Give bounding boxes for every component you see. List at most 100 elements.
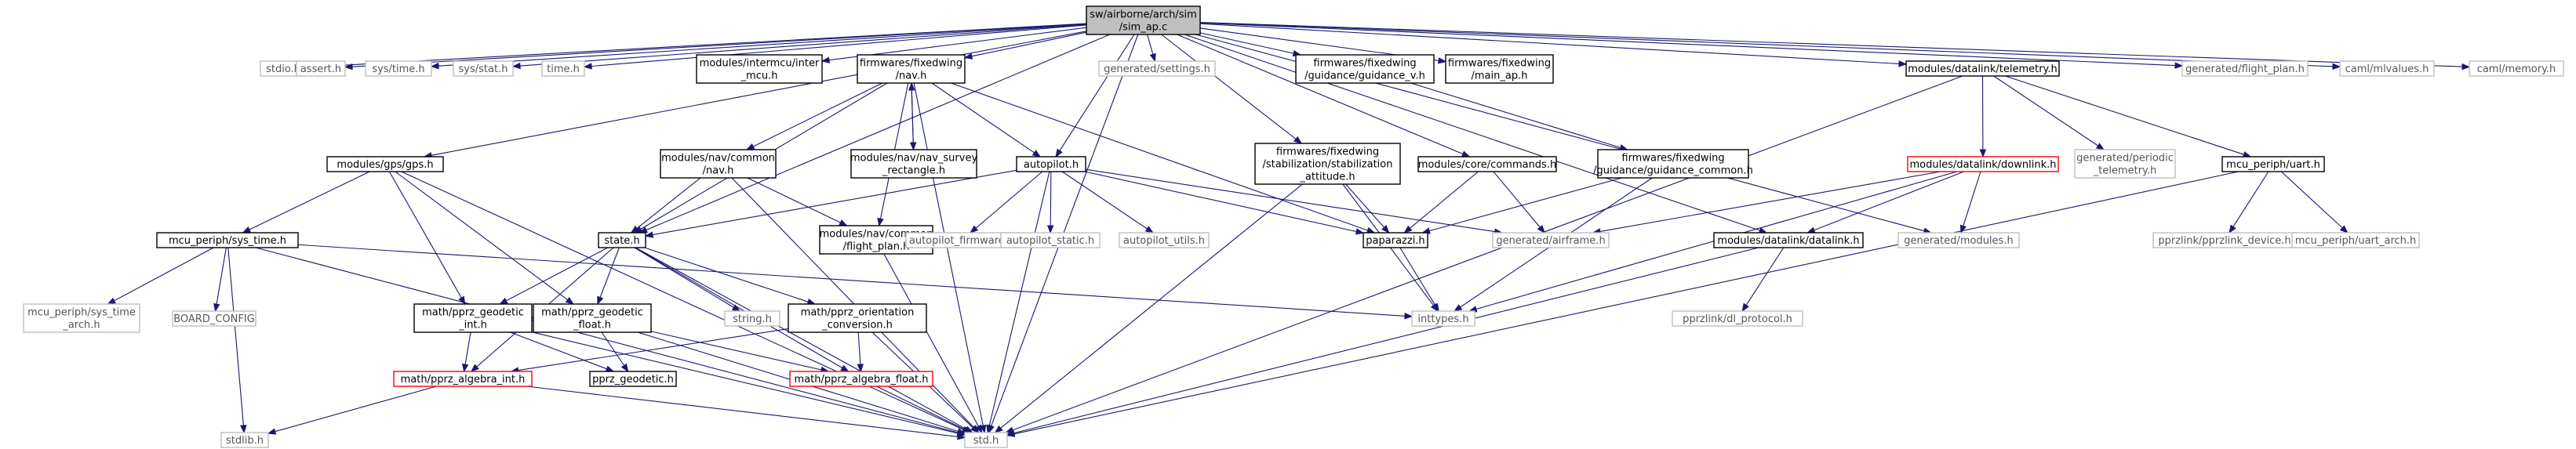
node-label: mcu_periph/uart_arch.h	[2295, 235, 2417, 247]
node-guidancev[interactable]: firmwares/fixedwing/guidance/guidance_v.…	[1295, 54, 1435, 84]
node-systimeh[interactable]: mcu_periph/sys_time.h	[156, 232, 299, 248]
node-geodetic[interactable]: pprz_geodetic.h	[589, 371, 677, 387]
node-guidcommon[interactable]: firmwares/fixedwing/guidance/guidance_co…	[1593, 149, 1753, 179]
edge-line	[526, 386, 959, 437]
node-box	[1119, 232, 1210, 248]
edge-uart-to-uartarch	[2280, 171, 2349, 234]
edge-line	[464, 331, 471, 365]
node-box	[964, 432, 1008, 448]
arrowhead	[956, 428, 966, 435]
edge-line	[216, 247, 227, 305]
edge-autopilot-to-apstatic	[1046, 171, 1054, 234]
node-label: math/pprz_geodetic	[541, 307, 643, 319]
node-label: stdio.h	[266, 63, 300, 75]
edge-line	[857, 331, 861, 365]
arrowhead	[2174, 62, 2184, 69]
edge-line	[1013, 171, 2239, 435]
node-label: _mcu.h	[740, 71, 778, 82]
edge-autopilot-to-state	[644, 169, 1017, 238]
node-datalinkh[interactable]: modules/datalink/datalink.h	[1713, 232, 1864, 248]
edge-line	[931, 82, 1035, 154]
node-label: caml/memory.h	[2477, 63, 2556, 75]
node-box	[453, 60, 514, 77]
edge-root-to-datalinkh	[1184, 34, 1768, 234]
arrowhead	[994, 425, 1003, 433]
node-label: state.h	[604, 235, 639, 247]
node-box	[789, 371, 933, 387]
arrowhead	[857, 364, 864, 373]
node-box	[1000, 232, 1101, 248]
edge-line	[652, 169, 1017, 236]
node-box	[1907, 156, 2059, 172]
node-flightplan: generated/flight_plan.h	[2181, 60, 2309, 77]
node-mainap[interactable]: firmwares/fixedwing/main_ap.h	[1445, 54, 1554, 84]
node-navcommon[interactable]: modules/nav/common/nav.h	[660, 149, 777, 179]
edge-line	[913, 82, 984, 426]
arrowhead	[1381, 225, 1390, 234]
arrowhead	[1355, 228, 1365, 235]
node-assert: assert.h	[296, 60, 346, 77]
edge-algint-to-stdh	[526, 386, 966, 440]
node-apstatic: autopilot_static.h	[1000, 232, 1101, 248]
node-box	[296, 60, 346, 77]
edge-line	[988, 171, 1050, 426]
edge-line	[1410, 82, 1621, 148]
edge-line	[975, 171, 1043, 229]
arrowhead	[1144, 226, 1155, 234]
edge-gps-to-geoint	[388, 171, 466, 306]
edge-line	[1199, 23, 1900, 64]
node-label: math/pprz_orientation	[801, 307, 915, 319]
node-pprzdevice: pprzlink/pprzlink_device.h	[2152, 232, 2297, 248]
node-geoint[interactable]: math/pprz_geodetic_int.h	[413, 303, 533, 333]
node-label: /main_ap.h	[1472, 71, 1528, 82]
arrowhead	[1404, 313, 1414, 320]
node-label: _conversion.h	[821, 320, 893, 331]
node-telemetry[interactable]: modules/datalink/telemetry.h	[1905, 60, 2060, 77]
node-autopilot[interactable]: autopilot.h	[1016, 156, 1086, 172]
edge-commands-to-paparazzi	[1403, 171, 1479, 234]
node-label: _telemetry.h	[2093, 165, 2157, 177]
node-flightplanh[interactable]: modules/nav/common/flight_plan.h	[819, 225, 933, 255]
edge-line	[531, 331, 959, 434]
node-box	[1411, 310, 1475, 327]
edge-line	[911, 89, 915, 150]
node-geofloat[interactable]: math/pprz_geodetic_float.h	[533, 303, 652, 333]
arrowhead	[620, 363, 629, 373]
edge-guidancev-to-guidcommon	[1410, 82, 1628, 151]
node-box	[1417, 156, 1557, 172]
node-commands[interactable]: modules/core/commands.h	[1417, 156, 1557, 172]
arrowhead	[963, 53, 973, 60]
node-label: paparazzi.h	[1366, 235, 1424, 247]
node-algint[interactable]: math/pprz_algebra_int.h	[393, 371, 533, 387]
node-state[interactable]: state.h	[598, 232, 646, 248]
node-paparazzi[interactable]: paparazzi.h	[1363, 232, 1428, 248]
edge-line	[1184, 34, 1760, 231]
node-box	[23, 303, 140, 333]
node-label: firmwares/fixedwing	[860, 58, 962, 70]
node-label: pprz_geodetic.h	[592, 374, 674, 386]
node-orient[interactable]: math/pprz_orientation_conversion.h	[788, 303, 927, 333]
edge-line	[635, 247, 843, 368]
node-downlink[interactable]: modules/datalink/downlink.h	[1907, 156, 2059, 172]
edge-line	[1199, 22, 2176, 67]
node-root[interactable]: sw/airborne/arch/sim/sim_ap.c	[1086, 5, 1201, 35]
node-box	[1672, 310, 1803, 327]
node-string: string.h	[724, 310, 780, 327]
node-box	[850, 149, 977, 179]
node-algfloat[interactable]: math/pprz_algebra_float.h	[789, 371, 933, 387]
edge-root-to-systime	[430, 24, 1087, 70]
edge-line	[883, 253, 979, 427]
node-intermcu[interactable]: modules/intermcu/inter_mcu.h	[696, 54, 823, 84]
node-label: assert.h	[300, 63, 341, 75]
arrowhead	[644, 231, 654, 238]
node-gps[interactable]: modules/gps/gps.h	[326, 156, 444, 172]
node-box	[589, 371, 677, 387]
node-navh[interactable]: firmwares/fixedwing/nav.h	[857, 54, 966, 84]
node-navsurvey[interactable]: modules/nav/nav_survey_rectangle.h	[850, 149, 978, 179]
edge-root-to-mlvalues	[1199, 22, 2341, 71]
node-uart[interactable]: mcu_periph/uart.h	[2221, 156, 2325, 172]
arrowhead	[430, 62, 439, 70]
edge-navcommon-to-flightplanh	[747, 177, 848, 226]
node-label: /nav.h	[896, 71, 927, 82]
node-stabatt[interactable]: firmwares/fixedwing/stabilization/stabil…	[1254, 143, 1401, 185]
